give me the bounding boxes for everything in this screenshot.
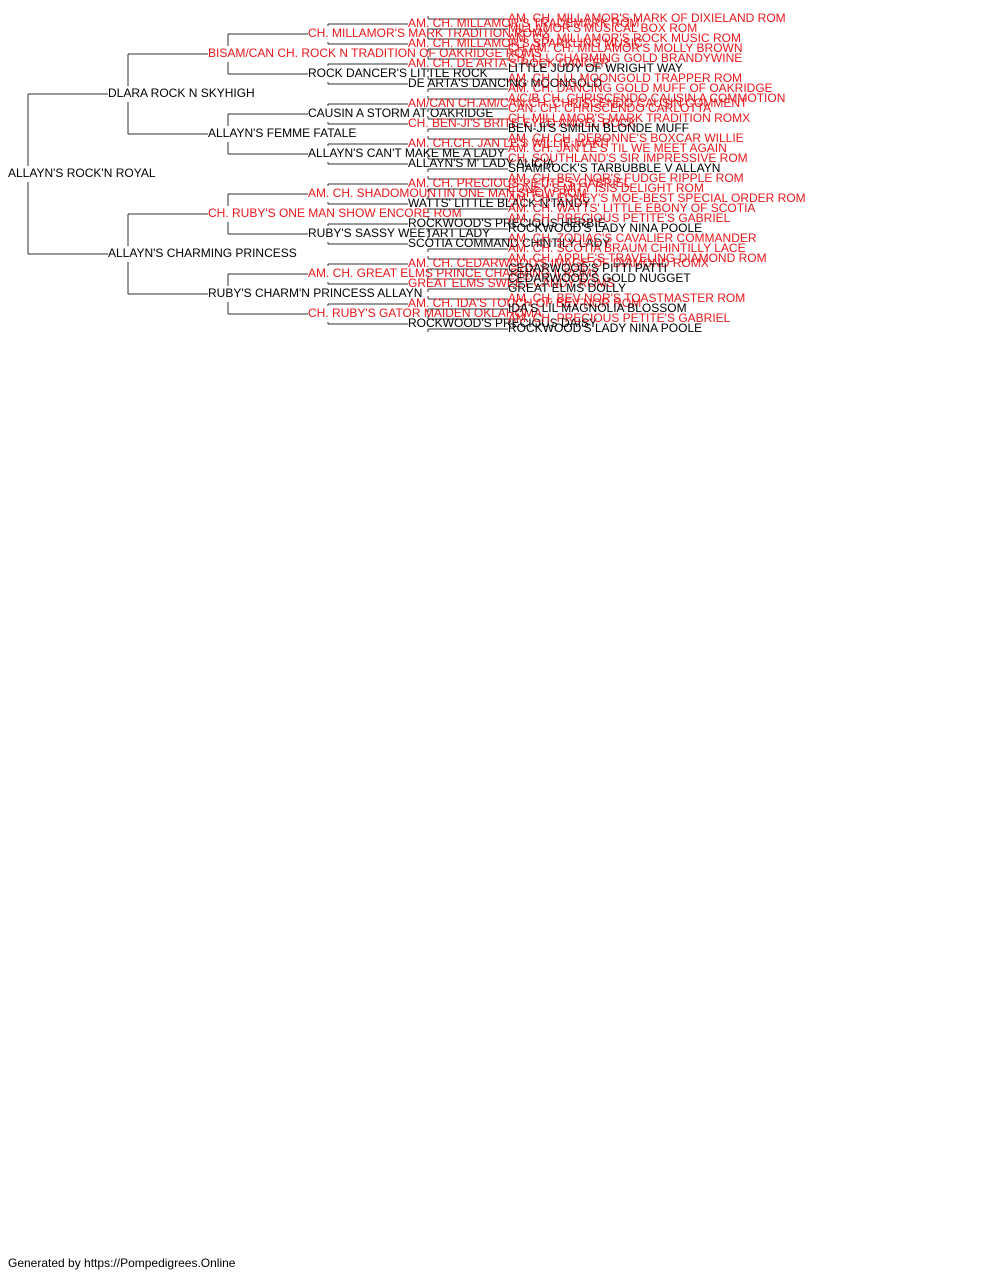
ancestor-name-champion: AM. CH. EDNEY'S MOE-BEST SPECIAL ORDER R… — [508, 191, 806, 205]
ancestor-name-champion: AM. CH. BEV-NOR'S FUDGE RIPPLE ROM — [508, 171, 744, 185]
ancestor-name: SCOTIA COMMAND CHINTILY LADY — [408, 236, 610, 250]
ancestor-name-champion: AM. CH. WATTS' LITTLE EBONY OF SCOTIA — [508, 201, 755, 215]
ancestor-name-champion: CH. RUBY'S ONE MAN SHOW ENCORE ROM — [208, 206, 462, 220]
ancestor-name-champion: AM. CH. PRECIOUS PETITE'S GABRIEL — [508, 311, 731, 325]
ancestor-name-champion: BISAM/CAN CH. ROCK N TRADITION OF OAKRID… — [208, 46, 542, 60]
ancestor-name-champion: AM. CH. DANCING GOLD MUFF OF OAKRIDGE — [508, 81, 773, 95]
ancestor-name-champion: AM. CH. PRECIOUS PETITE'S GABRIEL — [408, 176, 631, 190]
ancestor-name: CAUSIN A STORM AT OAKRIDGE — [308, 106, 493, 120]
ancestor-name: BEN-JI'S SMILIN BLONDE MUFF — [508, 121, 689, 135]
ancestor-name-champion: AM/CAN CH.AM/CAN CH. CHRISCENDO CAUSIN C… — [408, 96, 748, 110]
ancestor-name: CEDARWOOD'S PITTI PATTI — [508, 261, 667, 275]
ancestor-name-champion: AM. CH. MILLAMOR'S TRADEMARK ROM — [408, 16, 639, 30]
ancestor-name-champion: AM. CH. BEV-NOR'S TOASTMASTER ROM — [508, 291, 745, 305]
ancestor-name-champion: AM. CH. ZODIAC'S CAVALIER COMMANDER — [508, 231, 757, 245]
subject-dog-name: ALLAYN'S ROCK'N ROYAL — [8, 166, 156, 180]
ancestor-name: SHAMROCK'S TARBUBBLE V ALLAYN — [508, 161, 720, 175]
ancestor-name-champion: CH. BEN-JI'S BRITE-EYED ANGEL ROCK — [408, 116, 637, 130]
ancestor-name-champion: MILLAMOR'S MUSICAL BOX ROM — [508, 21, 697, 35]
ancestor-name-champion: CH. LLL CHARMING GOLD BRANDYWINE — [508, 51, 742, 65]
ancestor-name-champion: AM. CH. SCOTIA BRAUM CHINTILLY LACE — [508, 241, 746, 255]
ancestor-name: ROCKWOOD'S PRECIOUS HERBIE — [408, 216, 606, 230]
ancestor-name: ROCKWOOD'S LADY NINA POOLE — [508, 221, 702, 235]
ancestor-name-champion: AM. CH. LLL MOONGOLD TRAPPER ROM — [508, 71, 742, 85]
ancestor-name-champion: A/C/B CH. CHRISCENDO CAUSIN A COMMOTION — [508, 91, 785, 105]
ancestor-name: IDA'S LIL MAGNOLIA BLOSSOM — [508, 301, 687, 315]
ancestor-name-champion: AM. CH. MILLAMOR'S ROCK MUSIC ROM — [508, 31, 741, 45]
ancestor-name: WATTS' LITTLE BLACK N'TANDY — [408, 196, 590, 210]
ancestor-name: RUBY'S SASSY WEETART LADY — [308, 226, 490, 240]
ancestor-name-champion: AM. CH. CEDARWOOD'S IMAGE OF DIAMOND ROM… — [408, 256, 709, 270]
ancestor-name-champion: GREAT ELMS SWEET CANDY ROMS — [408, 276, 614, 290]
ancestor-name-champion: AM. CH. MILLAMOR'S MARK OF DIXIELAND ROM — [508, 11, 786, 25]
ancestor-name: ALLAYN'S CHARMING PRINCESS — [108, 246, 297, 260]
ancestor-name-champion: CH. MILLAMOR'S MARK TRADITION ROMX — [308, 26, 550, 40]
ancestor-name-champion: AM. CH. GREAT ELMS PRINCE CHARMING II RO… — [308, 266, 600, 280]
ancestor-name-champion: AM. CH.CH. JAN LE'S WILLIE MAKIT — [408, 136, 612, 150]
ancestor-name-champion: AM. CH. SHADOMOUNTIN ONE MAN SHOW ROM — [308, 186, 587, 200]
ancestor-name-champion: CH. RUBY'S GATOR MAIDEN OKLAHOMA — [308, 306, 542, 320]
ancestor-name: ROCK DANCER'S LITTLE ROCK — [308, 66, 488, 80]
ancestor-name-champion: AM. CH. PRECIOUS PETITE'S GABRIEL — [508, 211, 731, 225]
ancestor-name: LITTLE JUDY OF WRIGHT WAY — [508, 61, 683, 75]
ancestor-name: ROCKWOOD'S PRECIOUS DAISY — [408, 316, 597, 330]
ancestor-name-champion: CH. SOUTHLAND'S SIR IMPRESSIVE ROM — [508, 151, 748, 165]
ancestor-name: ALLAYN'S CAN'T MAKE ME A LADY — [308, 146, 505, 160]
ancestor-name-champion: CH.AM. CH. MILLAMOR'S MOLLY BROWN — [508, 41, 743, 55]
ancestor-name: CEDARWOOD'S GOLD NUGGET — [508, 271, 691, 285]
ancestor-name-champion: AM. CH. IDA'S TOUCH OF BEV-NOR ROM — [408, 296, 641, 310]
ancestor-name-champion: AM. CH. DE ARTA'S ROCK DANCER — [408, 56, 610, 70]
ancestor-name: DLARA ROCK N SKYHIGH — [108, 86, 255, 100]
ancestor-name: DE ARTA'S DANCING MOONGOLD — [408, 76, 602, 90]
generated-by-footer: Generated by https://Pompedigrees.Online — [8, 1256, 236, 1270]
ancestor-name-champion: AM. CH. JAN LE'S TIL WE MEET AGAIN — [508, 141, 727, 155]
ancestor-name: ALLAYN'S FEMME FATALE — [208, 126, 356, 140]
ancestor-name-champion: CAN. CH. CHRISCENDO CARLOTTA — [508, 101, 711, 115]
ancestor-name: ROCKWOOD'S LADY NINA POOLE — [508, 321, 702, 335]
ancestor-name: ALLAYN'S M' LADY ALICIA — [408, 156, 554, 170]
ancestor-name: GREAT ELMS DOLLY — [508, 281, 626, 295]
ancestor-name: RUBY'S CHARM'N PRINCESS ALLAYN — [208, 286, 422, 300]
ancestor-name-champion: EDNEY'S MITY ISIS DELIGHT ROM — [508, 181, 704, 195]
ancestor-name-champion: CH. MILLAMOR'S MARK TRADITION ROMX — [508, 111, 750, 125]
ancestor-name-champion: AM. CH. MILLAMOR'S SPARKLING MUSIC — [408, 36, 643, 50]
ancestor-name-champion: AM. CH.CH. DEBONNE'S BOXCAR WILLIE — [508, 131, 744, 145]
ancestor-name-champion: AM. CH. APPLE'S TRAVELING DIAMOND ROM — [508, 251, 767, 265]
